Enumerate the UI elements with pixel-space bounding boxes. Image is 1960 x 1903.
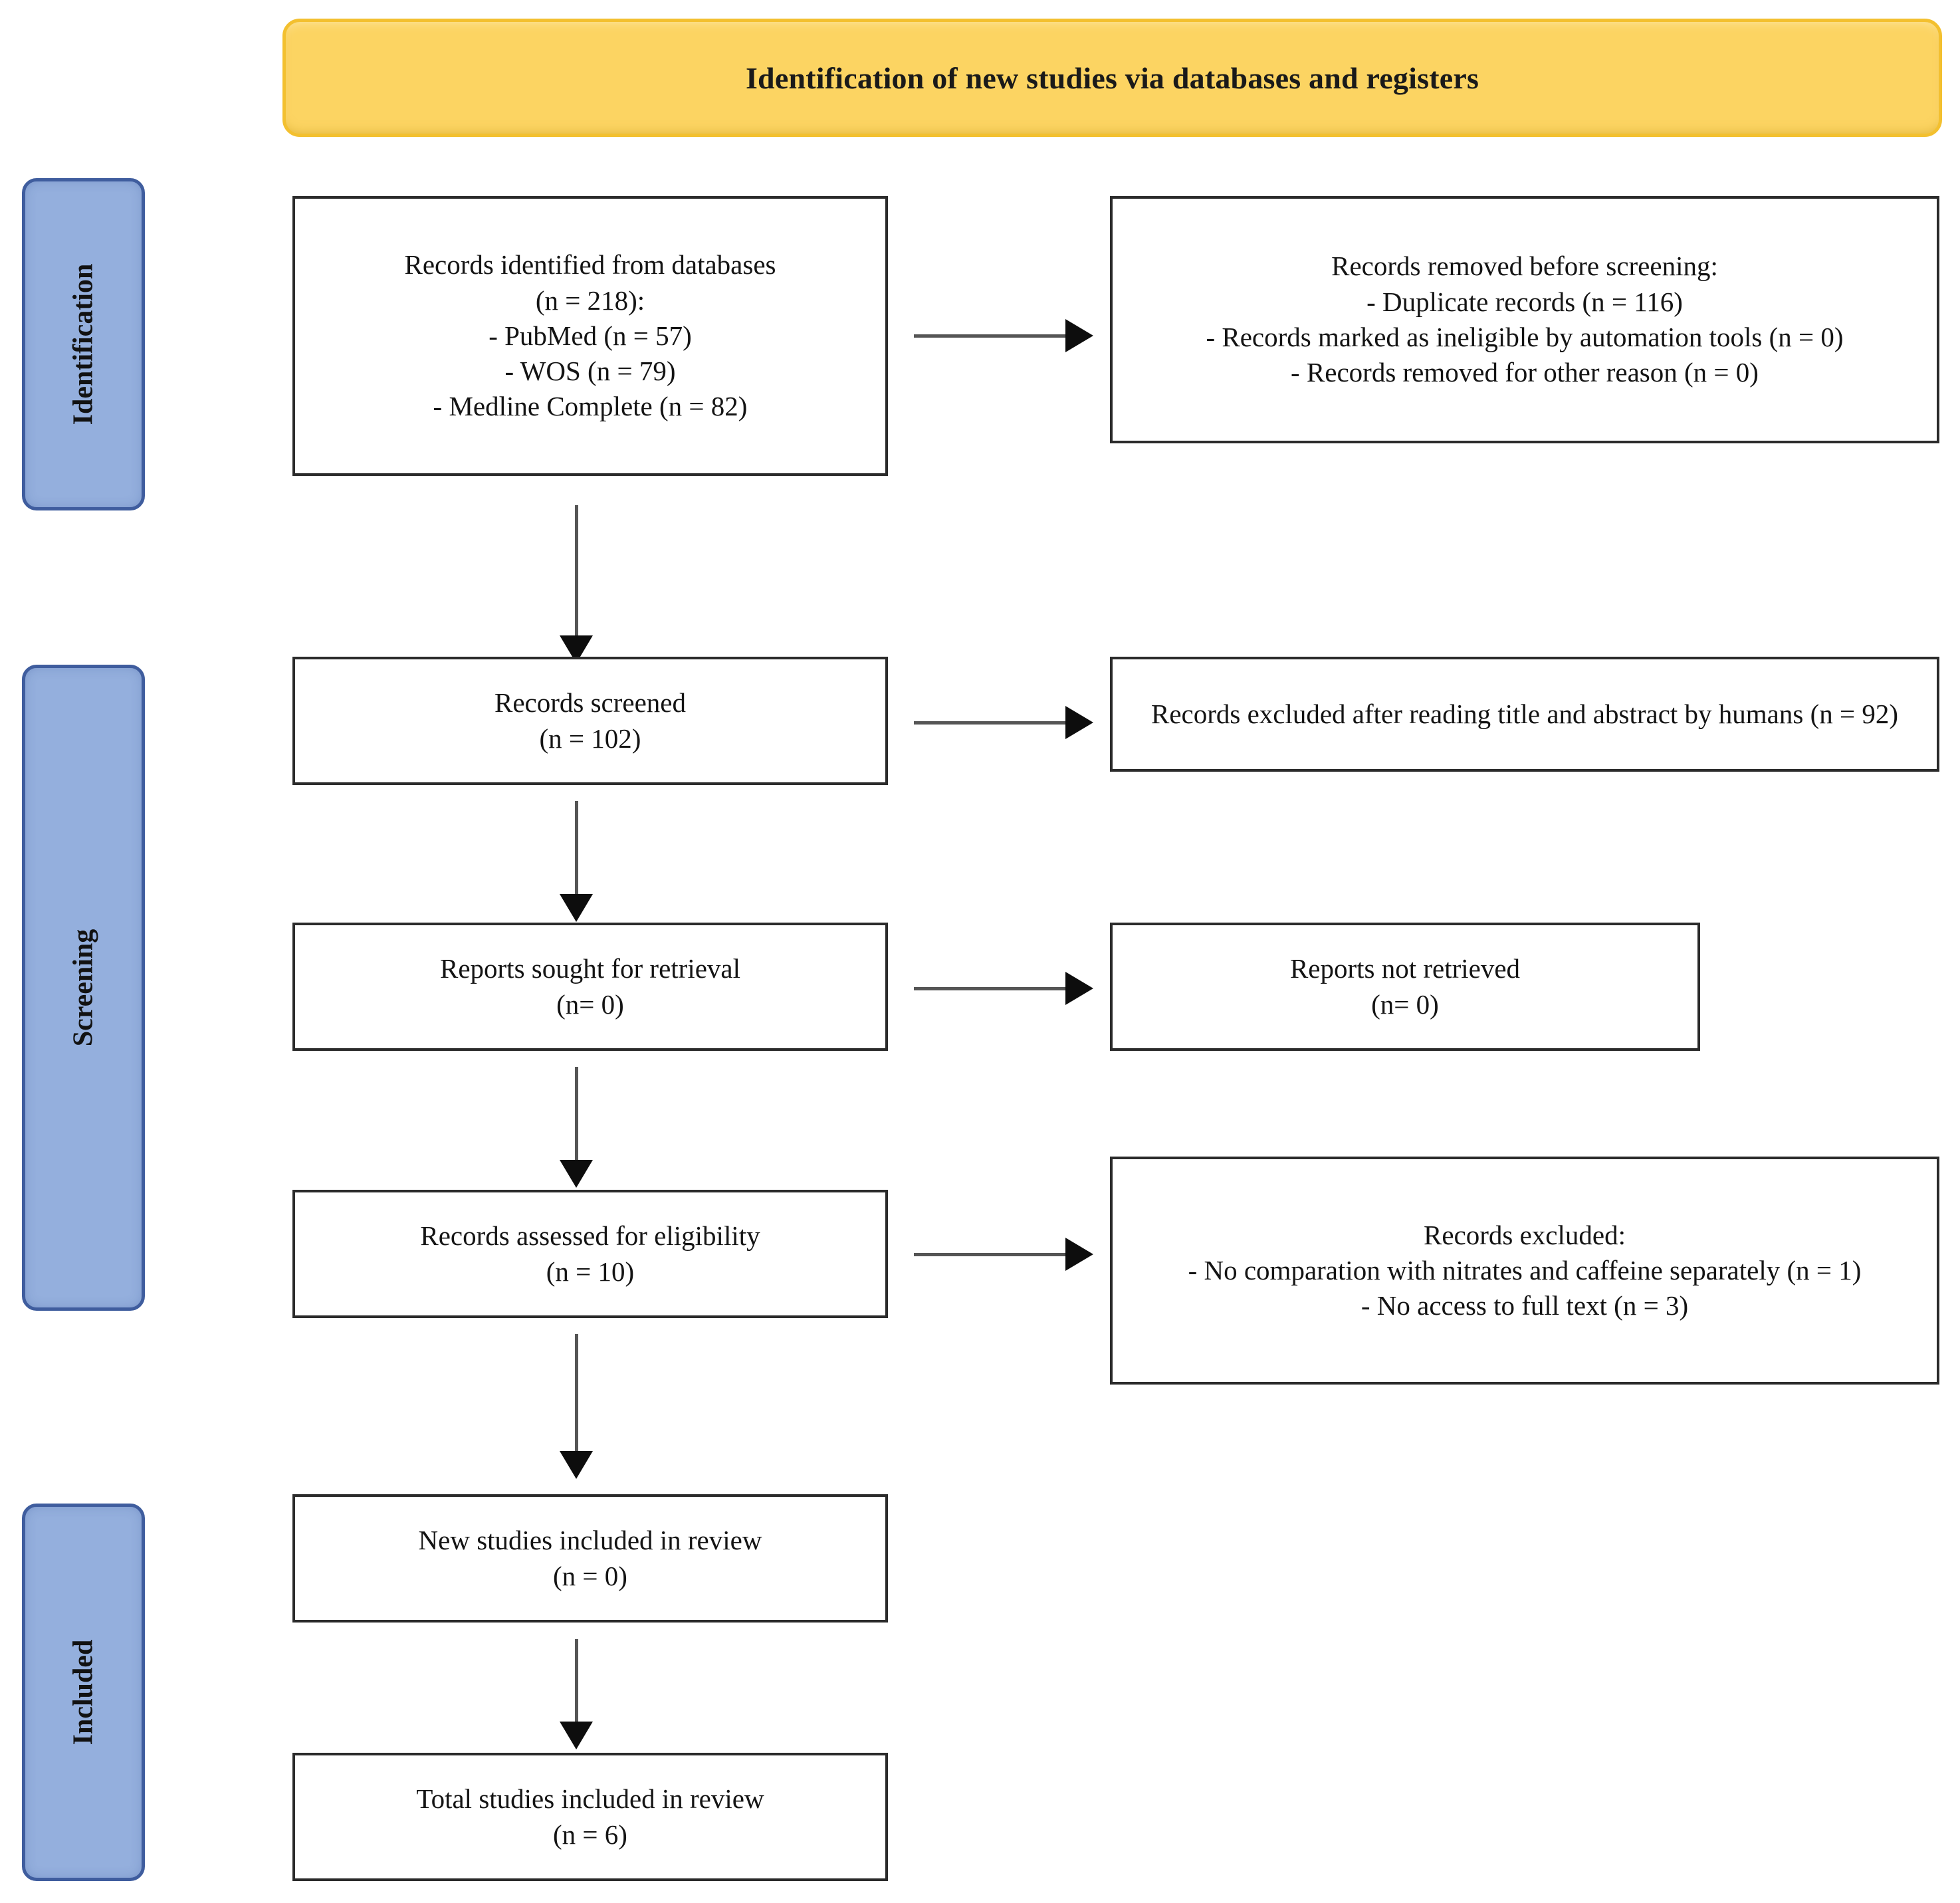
arrow-shaft [914, 721, 1068, 725]
box-records-identified-text: Records identified from databases (n = 2… [404, 249, 776, 422]
box-total-studies-included-text: Total studies included in review (n = 6) [416, 1783, 764, 1850]
stage-label-identification-text: Identification [68, 263, 99, 425]
box-records-screened-text: Records screened (n = 102) [494, 687, 686, 754]
arrow-shaft [574, 801, 578, 895]
arrow-head [560, 1451, 593, 1479]
arrow-head [1065, 972, 1093, 1005]
arrow-new-studies-to-total [560, 1639, 593, 1749]
arrow-shaft [914, 986, 1068, 990]
arrow-identified-to-removed [914, 319, 1093, 352]
arrow-head [1065, 706, 1093, 739]
box-new-studies-included-text: New studies included in review (n = 0) [418, 1525, 762, 1591]
box-records-excluded: Records excluded: - No comparation with … [1110, 1157, 1939, 1385]
arrow-eligibility-to-new-studies [560, 1334, 593, 1479]
arrow-shaft [574, 1639, 578, 1723]
arrow-screened-to-excluded [914, 706, 1093, 739]
box-reports-not-retrieved-text: Reports not retrieved (n= 0) [1289, 953, 1521, 1020]
box-records-excluded-text: Records excluded: - No comparation with … [1188, 1219, 1862, 1321]
box-records-assessed-eligibility: Records assessed for eligibility (n = 10… [292, 1190, 888, 1318]
arrow-head [560, 1160, 593, 1188]
box-new-studies-included: New studies included in review (n = 0) [292, 1494, 888, 1623]
box-records-screened: Records screened (n = 102) [292, 657, 888, 785]
box-total-studies-included: Total studies included in review (n = 6) [292, 1753, 888, 1881]
stage-label-screening-text: Screening [68, 929, 99, 1047]
box-records-excluded-title-abstract: Records excluded after reading title and… [1110, 657, 1939, 772]
arrow-head [1065, 319, 1093, 352]
arrow-eligibility-to-excluded [914, 1238, 1093, 1271]
box-records-excluded-title-abstract-text: Records excluded after reading title and… [1150, 698, 1899, 729]
stage-label-included: Included [22, 1504, 145, 1881]
arrow-sought-to-not-retrieved [914, 972, 1093, 1005]
arrow-head [1065, 1238, 1093, 1271]
arrow-shaft [914, 334, 1068, 338]
stage-label-included-text: Included [68, 1639, 99, 1745]
arrow-shaft [914, 1252, 1068, 1256]
diagram-header-banner: Identification of new studies via databa… [282, 19, 1942, 137]
box-records-identified: Records identified from databases (n = 2… [292, 196, 888, 476]
arrow-head [560, 1722, 593, 1749]
arrow-screened-to-reports-sought [560, 801, 593, 922]
arrow-sought-to-eligibility [560, 1067, 593, 1188]
box-reports-sought-text: Reports sought for retrieval (n= 0) [439, 953, 741, 1020]
stage-label-screening: Screening [22, 665, 145, 1311]
arrow-head [560, 894, 593, 922]
stage-label-identification: Identification [22, 178, 145, 510]
box-records-removed-before-screening-text: Records removed before screening: - Dupl… [1206, 251, 1844, 388]
box-reports-not-retrieved: Reports not retrieved (n= 0) [1110, 923, 1700, 1051]
arrow-identified-to-screened [560, 505, 593, 663]
box-records-assessed-eligibility-text: Records assessed for eligibility (n = 10… [420, 1220, 760, 1287]
banner-title: Identification of new studies via databa… [745, 60, 1479, 95]
box-reports-sought: Reports sought for retrieval (n= 0) [292, 923, 888, 1051]
arrow-shaft [574, 505, 578, 637]
box-records-removed-before-screening: Records removed before screening: - Dupl… [1110, 196, 1939, 443]
arrow-shaft [574, 1067, 578, 1161]
arrow-shaft [574, 1334, 578, 1452]
